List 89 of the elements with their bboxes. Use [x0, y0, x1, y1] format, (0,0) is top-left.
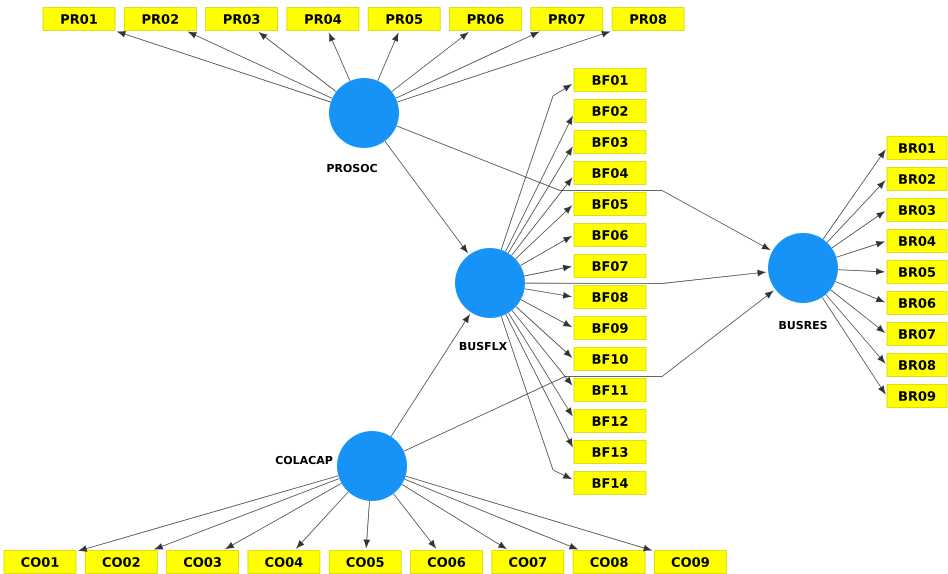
arrow — [838, 268, 884, 275]
arrow — [393, 493, 436, 548]
indicator-box: BF10 — [574, 347, 646, 371]
indicator-box: BF01 — [574, 68, 646, 92]
arrow — [835, 281, 884, 302]
indicator-box: BF09 — [574, 316, 646, 340]
arrow — [396, 126, 770, 250]
arrow — [520, 236, 572, 266]
arrow — [832, 211, 885, 248]
arrow — [826, 180, 885, 243]
indicator-box: CO02 — [84, 550, 158, 574]
indicator-box: CO03 — [166, 550, 239, 574]
arrow — [405, 476, 652, 552]
indicator-box: BF02 — [574, 99, 646, 123]
arrow — [830, 289, 885, 333]
arrow — [404, 290, 774, 452]
indicator-box: CO05 — [328, 550, 402, 574]
indicator-box: BF11 — [574, 378, 646, 402]
construct-label: PROSOC — [327, 164, 377, 172]
arrow — [500, 316, 572, 480]
indicator-box: BF03 — [574, 130, 646, 154]
indicator-box: PR06 — [449, 7, 522, 31]
arrow — [296, 492, 349, 548]
arrow — [826, 294, 886, 364]
indicator-box: BF04 — [574, 161, 646, 185]
indicator-box: BR06 — [886, 291, 948, 315]
indicator-box: BF08 — [574, 285, 646, 309]
arrow — [328, 33, 350, 82]
indicator-box: PR07 — [530, 7, 604, 31]
arrow — [505, 314, 573, 447]
indicator-box: PR02 — [124, 7, 197, 31]
arrow — [404, 478, 578, 550]
indicator-box: BR09 — [886, 384, 948, 408]
arrow — [836, 241, 884, 258]
arrow — [397, 31, 610, 102]
construct-label: BUSFLX — [460, 342, 507, 350]
arrow — [508, 147, 572, 254]
arrow — [226, 483, 342, 550]
indicator-box: BF12 — [574, 409, 646, 433]
indicator-box: BR05 — [886, 260, 948, 284]
arrow — [822, 150, 886, 240]
indicator-box: PR03 — [205, 7, 278, 31]
arrow — [392, 32, 468, 92]
indicator-box: CO06 — [410, 550, 483, 574]
arrow — [524, 264, 572, 276]
construct-label: COLACAP — [276, 456, 332, 464]
indicator-box: BF14 — [574, 471, 646, 495]
arrow — [117, 31, 331, 102]
indicator-box: BF05 — [574, 192, 646, 216]
indicator-box: CO04 — [248, 550, 320, 574]
arrow — [390, 314, 470, 437]
indicator-box: BF06 — [574, 223, 646, 247]
arrow — [402, 484, 506, 549]
arrow — [396, 32, 539, 99]
indicator-box: CO09 — [654, 550, 727, 574]
indicator-box: BR03 — [886, 198, 948, 222]
indicator-box: CO01 — [4, 550, 76, 574]
indicator-box: PR01 — [42, 7, 116, 31]
arrow — [524, 288, 572, 299]
arrow — [505, 116, 573, 252]
indicator-box: PR08 — [612, 7, 684, 31]
arrow — [515, 206, 572, 260]
indicator-box: BR07 — [886, 322, 948, 346]
indicator-box: PR05 — [368, 7, 441, 31]
indicator-box: BR01 — [886, 136, 948, 160]
arrow — [516, 306, 572, 358]
indicator-box: BR08 — [886, 353, 948, 377]
arrow — [364, 500, 370, 548]
arrow — [520, 299, 572, 327]
indicator-box: BR02 — [886, 167, 948, 191]
arrow — [378, 33, 398, 81]
indicator-box: CO08 — [572, 550, 646, 574]
arrow — [508, 312, 572, 416]
indicator-box: BR04 — [886, 229, 948, 253]
indicator-box: CO07 — [491, 550, 564, 574]
indicator-box: BF13 — [574, 440, 646, 464]
arrow — [78, 475, 339, 552]
arrow — [188, 32, 332, 99]
arrow — [384, 140, 468, 253]
arrow — [822, 297, 886, 394]
arrow — [524, 270, 766, 284]
arrow — [259, 32, 336, 92]
arrow — [512, 310, 572, 386]
indicator-box: BF07 — [574, 254, 646, 278]
arrow — [511, 178, 572, 256]
arrow — [154, 478, 340, 550]
indicator-box: PR04 — [286, 7, 360, 31]
arrow — [500, 84, 572, 250]
construct-label: BUSRES — [779, 320, 827, 330]
